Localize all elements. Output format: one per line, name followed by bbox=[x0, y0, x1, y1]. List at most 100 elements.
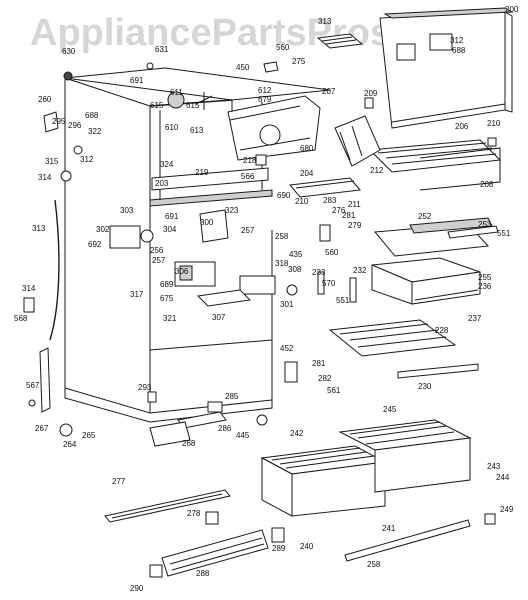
callout-257: 257 bbox=[152, 256, 166, 265]
callout-691: 691 bbox=[130, 76, 144, 85]
callout-560: 560 bbox=[325, 248, 339, 257]
callout-567: 567 bbox=[26, 381, 40, 390]
callout-245: 245 bbox=[383, 405, 397, 414]
shelf-frame-230 bbox=[397, 363, 479, 379]
callout-290: 290 bbox=[130, 584, 144, 593]
callout-445: 445 bbox=[236, 431, 250, 440]
callout-244: 244 bbox=[496, 473, 510, 482]
callout-264: 264 bbox=[63, 440, 77, 449]
callout-302: 302 bbox=[96, 225, 110, 234]
temperature-control-box bbox=[174, 261, 276, 295]
callout-452: 452 bbox=[280, 344, 294, 353]
callout-295: 295 bbox=[52, 117, 66, 126]
callout-450: 450 bbox=[236, 63, 250, 72]
callout-675: 675 bbox=[160, 294, 174, 303]
callout-690: 690 bbox=[277, 191, 291, 200]
callout-688: 688 bbox=[85, 111, 99, 120]
callout-212: 212 bbox=[370, 166, 384, 175]
ice-bin-panel bbox=[334, 115, 381, 167]
part-209 bbox=[364, 97, 374, 109]
part-218 bbox=[255, 154, 267, 166]
callout-318: 318 bbox=[275, 259, 289, 268]
callout-237: 237 bbox=[468, 314, 482, 323]
callout-611: 611 bbox=[170, 88, 183, 97]
callout-303: 303 bbox=[120, 206, 134, 215]
part-631 bbox=[146, 62, 154, 70]
part-312 bbox=[73, 145, 83, 155]
callout-283: 283 bbox=[323, 196, 337, 205]
callout-258: 258 bbox=[275, 232, 289, 241]
part-630 bbox=[63, 71, 73, 81]
refrigerator-shelf-glass bbox=[374, 217, 493, 257]
callout-568: 568 bbox=[14, 314, 28, 323]
callout-206: 206 bbox=[455, 122, 469, 131]
callout-207: 207 bbox=[322, 87, 336, 96]
callout-275: 275 bbox=[292, 57, 306, 66]
callout-324: 324 bbox=[160, 160, 174, 169]
callout-219: 219 bbox=[195, 168, 209, 177]
callout-277: 277 bbox=[112, 477, 126, 486]
callout-314: 314 bbox=[38, 173, 52, 182]
ice-tray-part bbox=[316, 33, 364, 49]
callout-289: 289 bbox=[272, 544, 286, 553]
callout-260: 260 bbox=[38, 95, 52, 104]
callout-612: 612 bbox=[258, 86, 272, 95]
callout-228: 228 bbox=[435, 326, 449, 335]
evaporator-assembly bbox=[227, 95, 321, 161]
callout-200: 200 bbox=[505, 5, 519, 14]
callout-306: 306 bbox=[175, 267, 189, 276]
wire-shelf-228 bbox=[328, 319, 457, 357]
callout-276: 276 bbox=[332, 206, 346, 215]
callout-689: 689 bbox=[160, 280, 174, 289]
part-452 bbox=[284, 361, 298, 383]
callout-281: 281 bbox=[342, 211, 356, 220]
rail-253 bbox=[447, 225, 499, 239]
part-285 bbox=[207, 401, 223, 413]
callout-268: 268 bbox=[182, 439, 196, 448]
drip-tray bbox=[196, 289, 252, 307]
part-301 bbox=[286, 284, 298, 296]
crisper-drawer-left bbox=[260, 445, 387, 517]
callout-313: 313 bbox=[318, 17, 332, 26]
callout-286: 286 bbox=[218, 424, 232, 433]
callout-692: 692 bbox=[88, 240, 102, 249]
callout-210: 210 bbox=[295, 197, 309, 206]
freezer-door-liner bbox=[379, 7, 514, 129]
part-450 bbox=[263, 61, 279, 73]
callout-265: 265 bbox=[82, 431, 96, 440]
callout-218: 218 bbox=[243, 156, 257, 165]
callout-296: 296 bbox=[68, 121, 82, 130]
callout-688: 688 bbox=[452, 46, 466, 55]
callout-241: 241 bbox=[382, 524, 396, 533]
part-314-lower bbox=[23, 297, 35, 313]
callout-210: 210 bbox=[487, 119, 501, 128]
callout-257: 257 bbox=[241, 226, 255, 235]
callout-267: 267 bbox=[35, 424, 49, 433]
part-232 bbox=[349, 277, 357, 303]
callout-679: 679 bbox=[258, 95, 272, 104]
callout-551: 551 bbox=[497, 229, 511, 238]
callout-293: 293 bbox=[138, 383, 152, 392]
control-housing bbox=[109, 225, 154, 249]
gasket-strip bbox=[39, 347, 51, 413]
part-249 bbox=[484, 513, 496, 525]
toe-grille bbox=[161, 529, 269, 577]
callout-255: 255 bbox=[478, 273, 492, 282]
control-300 bbox=[199, 209, 229, 243]
callout-312: 312 bbox=[450, 36, 464, 45]
callout-313: 313 bbox=[32, 224, 46, 233]
part-279 bbox=[319, 224, 331, 242]
callout-242: 242 bbox=[290, 429, 304, 438]
callout-281: 281 bbox=[312, 359, 326, 368]
part-290 bbox=[149, 564, 163, 578]
callout-249: 249 bbox=[500, 505, 514, 514]
callout-615: 615 bbox=[186, 101, 200, 110]
callout-317: 317 bbox=[130, 290, 144, 299]
callout-630: 630 bbox=[62, 47, 76, 56]
callout-561: 561 bbox=[327, 386, 341, 395]
callout-203: 203 bbox=[155, 179, 169, 188]
part-233 bbox=[317, 271, 325, 295]
part-567 bbox=[28, 399, 36, 407]
